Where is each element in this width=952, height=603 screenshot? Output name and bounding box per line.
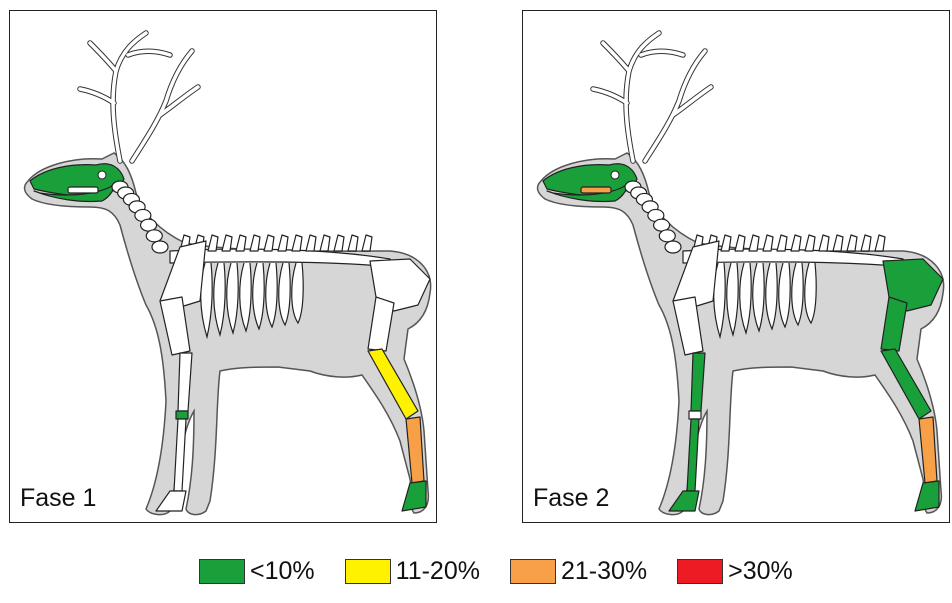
spinous-process <box>777 235 787 251</box>
teeth <box>581 187 611 193</box>
spinous-process <box>348 235 358 251</box>
deer-skeleton-diagram <box>10 11 437 523</box>
eye-socket <box>611 171 619 179</box>
spinous-process <box>805 235 815 251</box>
spinous-process <box>264 235 274 251</box>
spinous-process <box>833 235 843 251</box>
spinous-process <box>875 235 885 251</box>
spinous-process <box>236 235 246 251</box>
antler-fill <box>603 43 629 71</box>
legend-label: 11-20% <box>396 557 480 586</box>
legend-swatch <box>510 559 556 584</box>
legend-item-gt30: >30% <box>677 557 793 586</box>
cervical-vertebra <box>659 230 675 242</box>
spinous-process <box>222 235 232 251</box>
phase-2-label: Fase 2 <box>531 484 615 512</box>
legend-swatch <box>199 559 245 584</box>
spinous-process <box>250 235 260 251</box>
hind-hoof <box>402 481 426 511</box>
legend-item-lt10: <10% <box>199 557 315 586</box>
antler-fill <box>90 43 116 71</box>
phase-1-label: Fase 1 <box>18 484 102 512</box>
spinous-process <box>847 235 857 251</box>
rib <box>805 263 816 323</box>
legend-label: >30% <box>728 557 793 586</box>
legend: <10% 11-20% 21-30% >30% <box>199 556 823 586</box>
legend-label: 21-30% <box>561 557 647 586</box>
legend-label: <10% <box>250 557 315 586</box>
body-silhouette <box>25 153 431 515</box>
spinous-process <box>735 235 745 251</box>
spinous-process <box>763 235 773 251</box>
carpal <box>689 411 701 419</box>
cervical-vertebra <box>146 230 162 242</box>
legend-item-21-30: 21-30% <box>510 557 647 586</box>
spinous-process <box>208 235 218 251</box>
spinous-process <box>334 235 344 251</box>
deer-skeleton-diagram <box>523 11 950 523</box>
eye-socket <box>98 171 106 179</box>
legend-item-11-20: 11-20% <box>345 557 480 586</box>
teeth <box>68 187 98 193</box>
legend-swatch <box>345 559 391 584</box>
spinous-process <box>861 235 871 251</box>
carpal <box>176 411 188 419</box>
spinous-process <box>749 235 759 251</box>
spinous-process <box>320 235 330 251</box>
cervical-vertebra <box>152 241 168 253</box>
hind-hoof <box>915 481 939 511</box>
spinous-process <box>791 235 801 251</box>
legend-swatch <box>677 559 723 584</box>
spinous-process <box>292 235 302 251</box>
body-silhouette <box>538 153 944 515</box>
rib <box>292 263 303 323</box>
spinous-process <box>819 235 829 251</box>
phase-2-panel: Fase 2 <box>522 10 950 523</box>
cervical-vertebra <box>665 241 681 253</box>
phase-1-panel: Fase 1 <box>9 10 437 523</box>
spinous-process <box>306 235 316 251</box>
spinous-process <box>362 235 372 251</box>
spinous-process <box>278 235 288 251</box>
spinous-process <box>721 235 731 251</box>
